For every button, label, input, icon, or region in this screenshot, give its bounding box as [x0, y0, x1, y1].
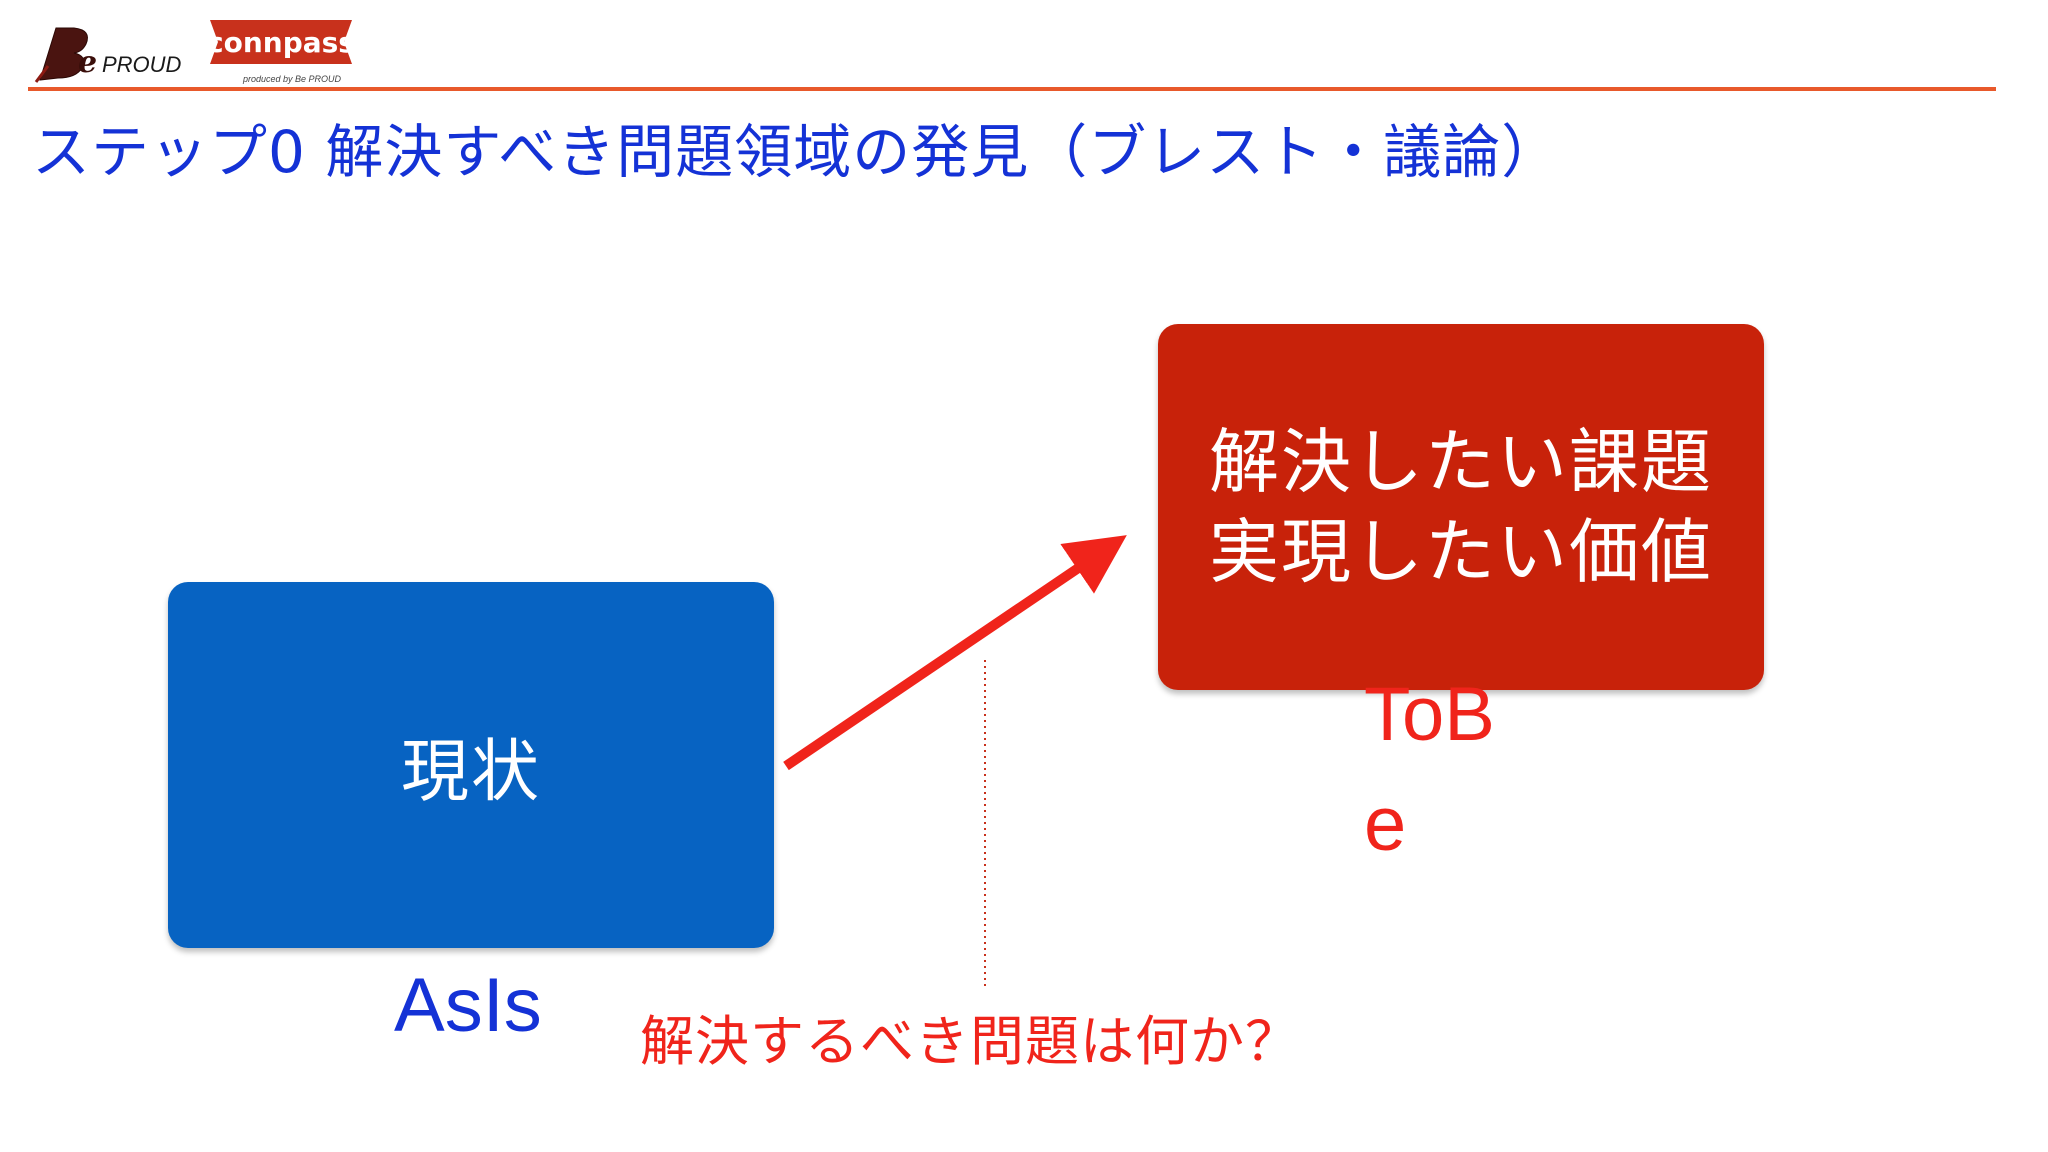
svg-text:e: e [78, 45, 97, 80]
beproud-logo: e PROUD [34, 27, 182, 83]
asis-box-label: 現状 [400, 732, 541, 812]
header-rule [28, 87, 1996, 91]
beproud-logo-text: PROUD [102, 52, 182, 77]
tobe-box: 解決したい課題 実現したい価値 [1158, 324, 1764, 690]
transition-arrow [783, 535, 1127, 771]
connpass-logo-text: connpass [207, 26, 355, 59]
tobe-label: ToBe [1364, 672, 1495, 867]
tobe-box-line1: 解決したい課題 [1209, 421, 1713, 503]
connpass-logo: connpass produced by Be PROUD [207, 20, 355, 84]
asis-label: AsIs [394, 963, 542, 1048]
slide-title: ステップ0 解決すべき問題領域の発見（ブレスト・議論） [32, 118, 1561, 186]
svg-text:produced by Be PROUD: produced by Be PROUD [242, 74, 342, 84]
tobe-box-line2: 実現したい価値 [1209, 511, 1713, 593]
asis-box: 現状 [168, 582, 774, 948]
question-text: 解決するべき問題は何か？ [640, 1010, 1300, 1073]
